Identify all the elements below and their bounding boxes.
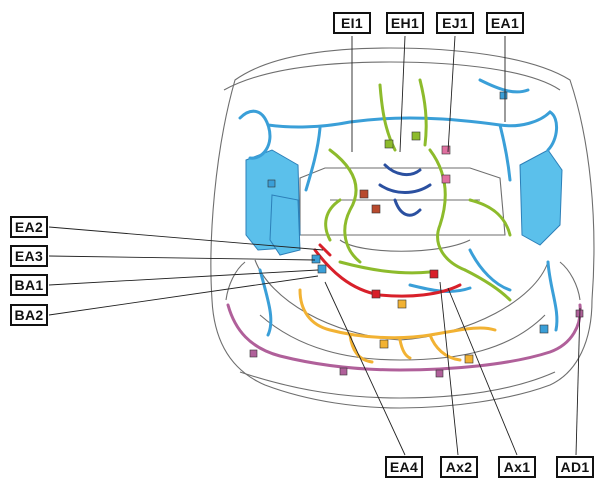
label-ea3-text: EA3 xyxy=(14,248,44,264)
label-ea1: EA1 xyxy=(486,12,524,34)
label-ax2: Ax2 xyxy=(440,456,478,478)
label-ea3: EA3 xyxy=(10,245,48,267)
label-ei1: EI1 xyxy=(333,12,371,34)
label-ba1: BA1 xyxy=(10,274,48,296)
blue-harness xyxy=(238,78,559,337)
label-ax1: Ax1 xyxy=(498,456,536,478)
label-ej1-text: EJ1 xyxy=(442,15,468,31)
connector-blocks xyxy=(249,91,584,378)
label-eh1-text: EH1 xyxy=(390,15,420,31)
label-ba2-text: BA2 xyxy=(14,307,44,323)
purple-harness xyxy=(226,303,582,372)
label-ax2-text: Ax2 xyxy=(445,459,473,475)
label-ea2-text: EA2 xyxy=(14,219,44,235)
blue-fill-regions xyxy=(245,149,563,256)
engine-cluster xyxy=(378,163,432,217)
label-ba2: BA2 xyxy=(10,304,48,326)
leader-lines xyxy=(48,35,581,456)
label-ej1: EJ1 xyxy=(436,12,474,34)
label-ei1-text: EI1 xyxy=(341,15,363,31)
car-body-outline xyxy=(210,47,595,409)
label-eh1: EH1 xyxy=(386,12,424,34)
label-ea4-text: EA4 xyxy=(389,459,419,475)
label-ba1-text: BA1 xyxy=(14,277,44,293)
label-ax1-text: Ax1 xyxy=(503,459,531,475)
label-ea1-text: EA1 xyxy=(490,15,520,31)
label-ad1: AD1 xyxy=(556,456,594,478)
label-ad1-text: AD1 xyxy=(560,459,590,475)
label-ea4: EA4 xyxy=(385,456,423,478)
yellow-harness xyxy=(298,288,497,364)
label-ea2: EA2 xyxy=(10,216,48,238)
